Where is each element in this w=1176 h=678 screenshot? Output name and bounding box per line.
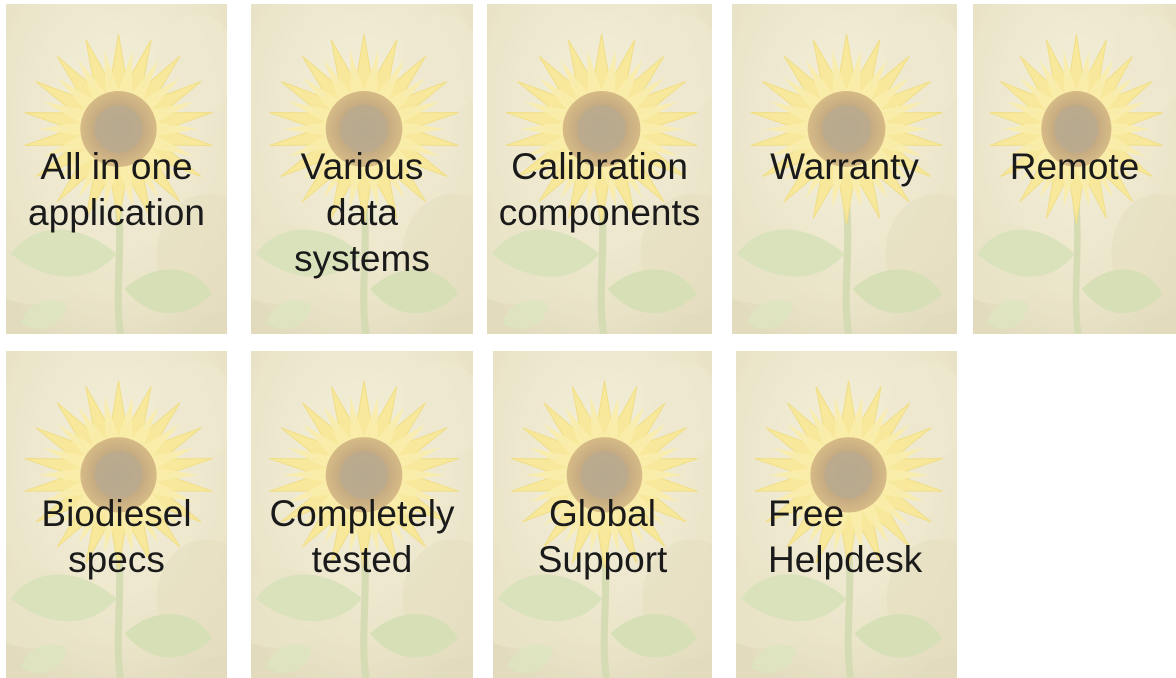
tile-global-support[interactable]: Global Support	[493, 351, 712, 678]
tile-label: Warranty	[770, 146, 919, 187]
tile-label: Calibration components	[498, 146, 701, 233]
tile-biodiesel-specs[interactable]: Biodiesel specs	[6, 351, 227, 678]
tile-label: Remote	[1009, 146, 1140, 187]
tile-label: Biodiesel specs	[41, 493, 192, 580]
tile-remote[interactable]: Remote	[973, 4, 1176, 334]
tile-label: All in one application	[28, 146, 205, 233]
tile-various-data-systems[interactable]: Various data systems	[251, 4, 473, 334]
tile-label: Free Helpdesk	[768, 493, 923, 580]
tile-all-in-one[interactable]: All in one application	[6, 4, 227, 334]
tile-warranty[interactable]: Warranty	[732, 4, 957, 334]
tile-label: Completely tested	[269, 493, 455, 580]
tile-label: Various data systems	[294, 146, 430, 279]
tile-calibration-components[interactable]: Calibration components	[487, 4, 712, 334]
tile-label: Global Support	[537, 493, 668, 580]
tile-free-helpdesk[interactable]: Free Helpdesk	[736, 351, 957, 678]
tile-completely-tested[interactable]: Completely tested	[251, 351, 473, 678]
